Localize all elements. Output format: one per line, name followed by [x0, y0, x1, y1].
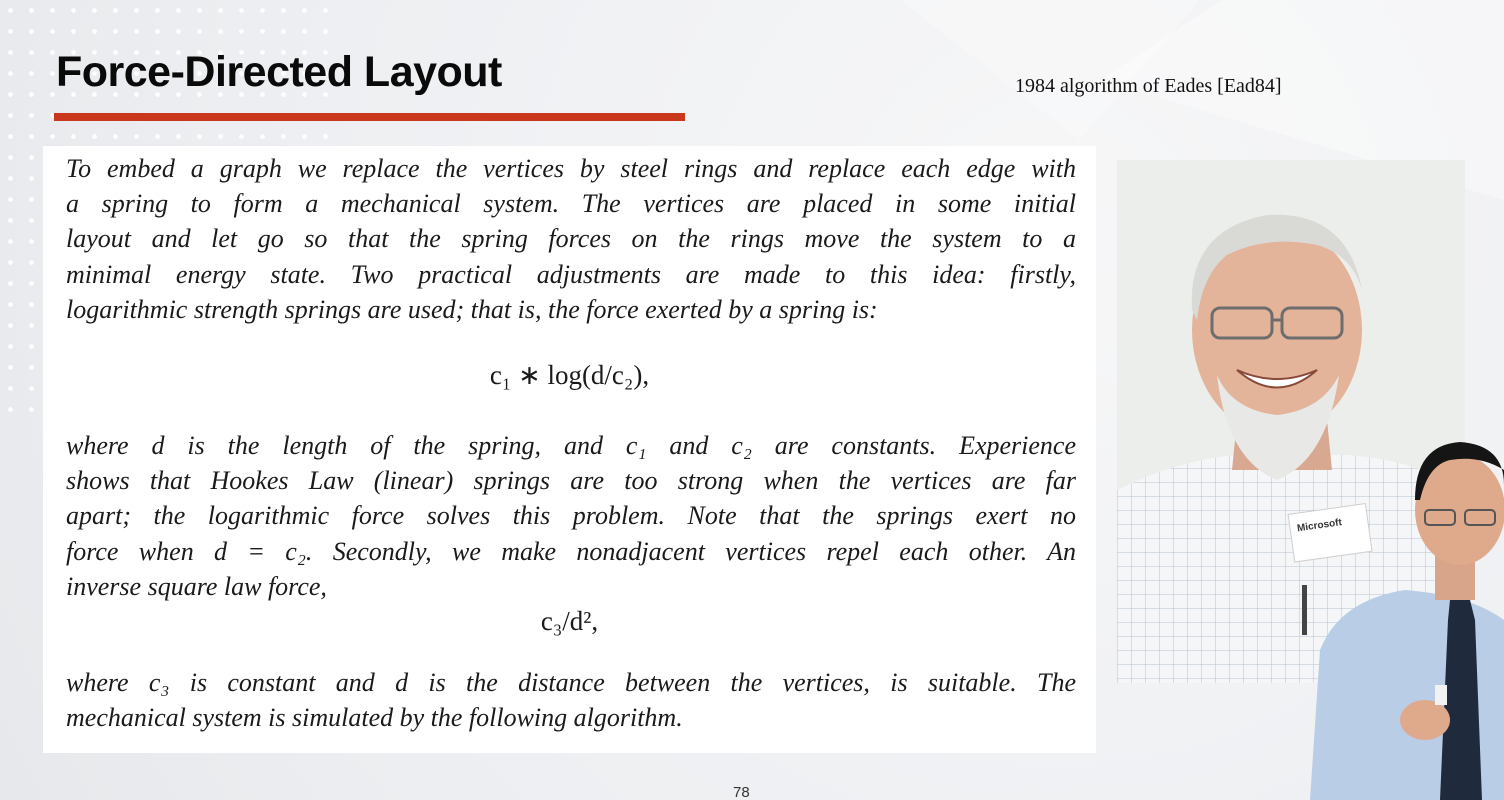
text-line: To embed a graph we replace the vertices… — [66, 154, 1076, 183]
title-underline — [54, 113, 685, 121]
text-line: where c₃ is constant and d is the distan… — [66, 668, 1076, 697]
text-line: apart; the logarithmic force solves this… — [66, 501, 1076, 531]
equation-log-force: c₁ ∗ log(d/c₂), — [489, 360, 650, 390]
text-line: layout and let go so that the spring for… — [66, 224, 1076, 254]
equation-inverse-square: c₃/d², — [540, 606, 599, 636]
text-line: mechanical system is simulated by the fo… — [66, 703, 683, 733]
citation: 1984 algorithm of Eades [Ead84] — [1015, 75, 1282, 97]
document-excerpt: To embed a graph we replace the vertices… — [43, 146, 1096, 753]
text-line: where d is the length of the spring, and… — [66, 431, 1076, 460]
text-line: minimal energy state. Two practical adju… — [66, 259, 1076, 289]
presenter-video-overlay — [1310, 430, 1504, 800]
portrait-illustration: Microsoft — [1117, 160, 1465, 683]
text-line: force when d = c₂. Secondly, we make non… — [66, 536, 1076, 566]
text-line: inverse square law force, — [66, 571, 327, 601]
page-number: 78 — [733, 784, 750, 800]
text-line: shows that Hookes Law (linear) springs a… — [66, 466, 1076, 496]
text-line: logarithmic strength springs are used; t… — [66, 294, 878, 324]
paragraph-3: where c₃ is constant and d is the distan… — [66, 665, 1076, 735]
slide-title: Force-Directed Layout — [56, 48, 502, 96]
presenter-illustration — [1310, 442, 1504, 800]
paragraph-1: To embed a graph we replace the vertices… — [66, 151, 1076, 327]
text-line: a spring to form a mechanical system. Th… — [66, 189, 1076, 219]
paragraph-2: where d is the length of the spring, and… — [66, 428, 1076, 604]
portrait-photo: Microsoft — [1117, 160, 1465, 683]
